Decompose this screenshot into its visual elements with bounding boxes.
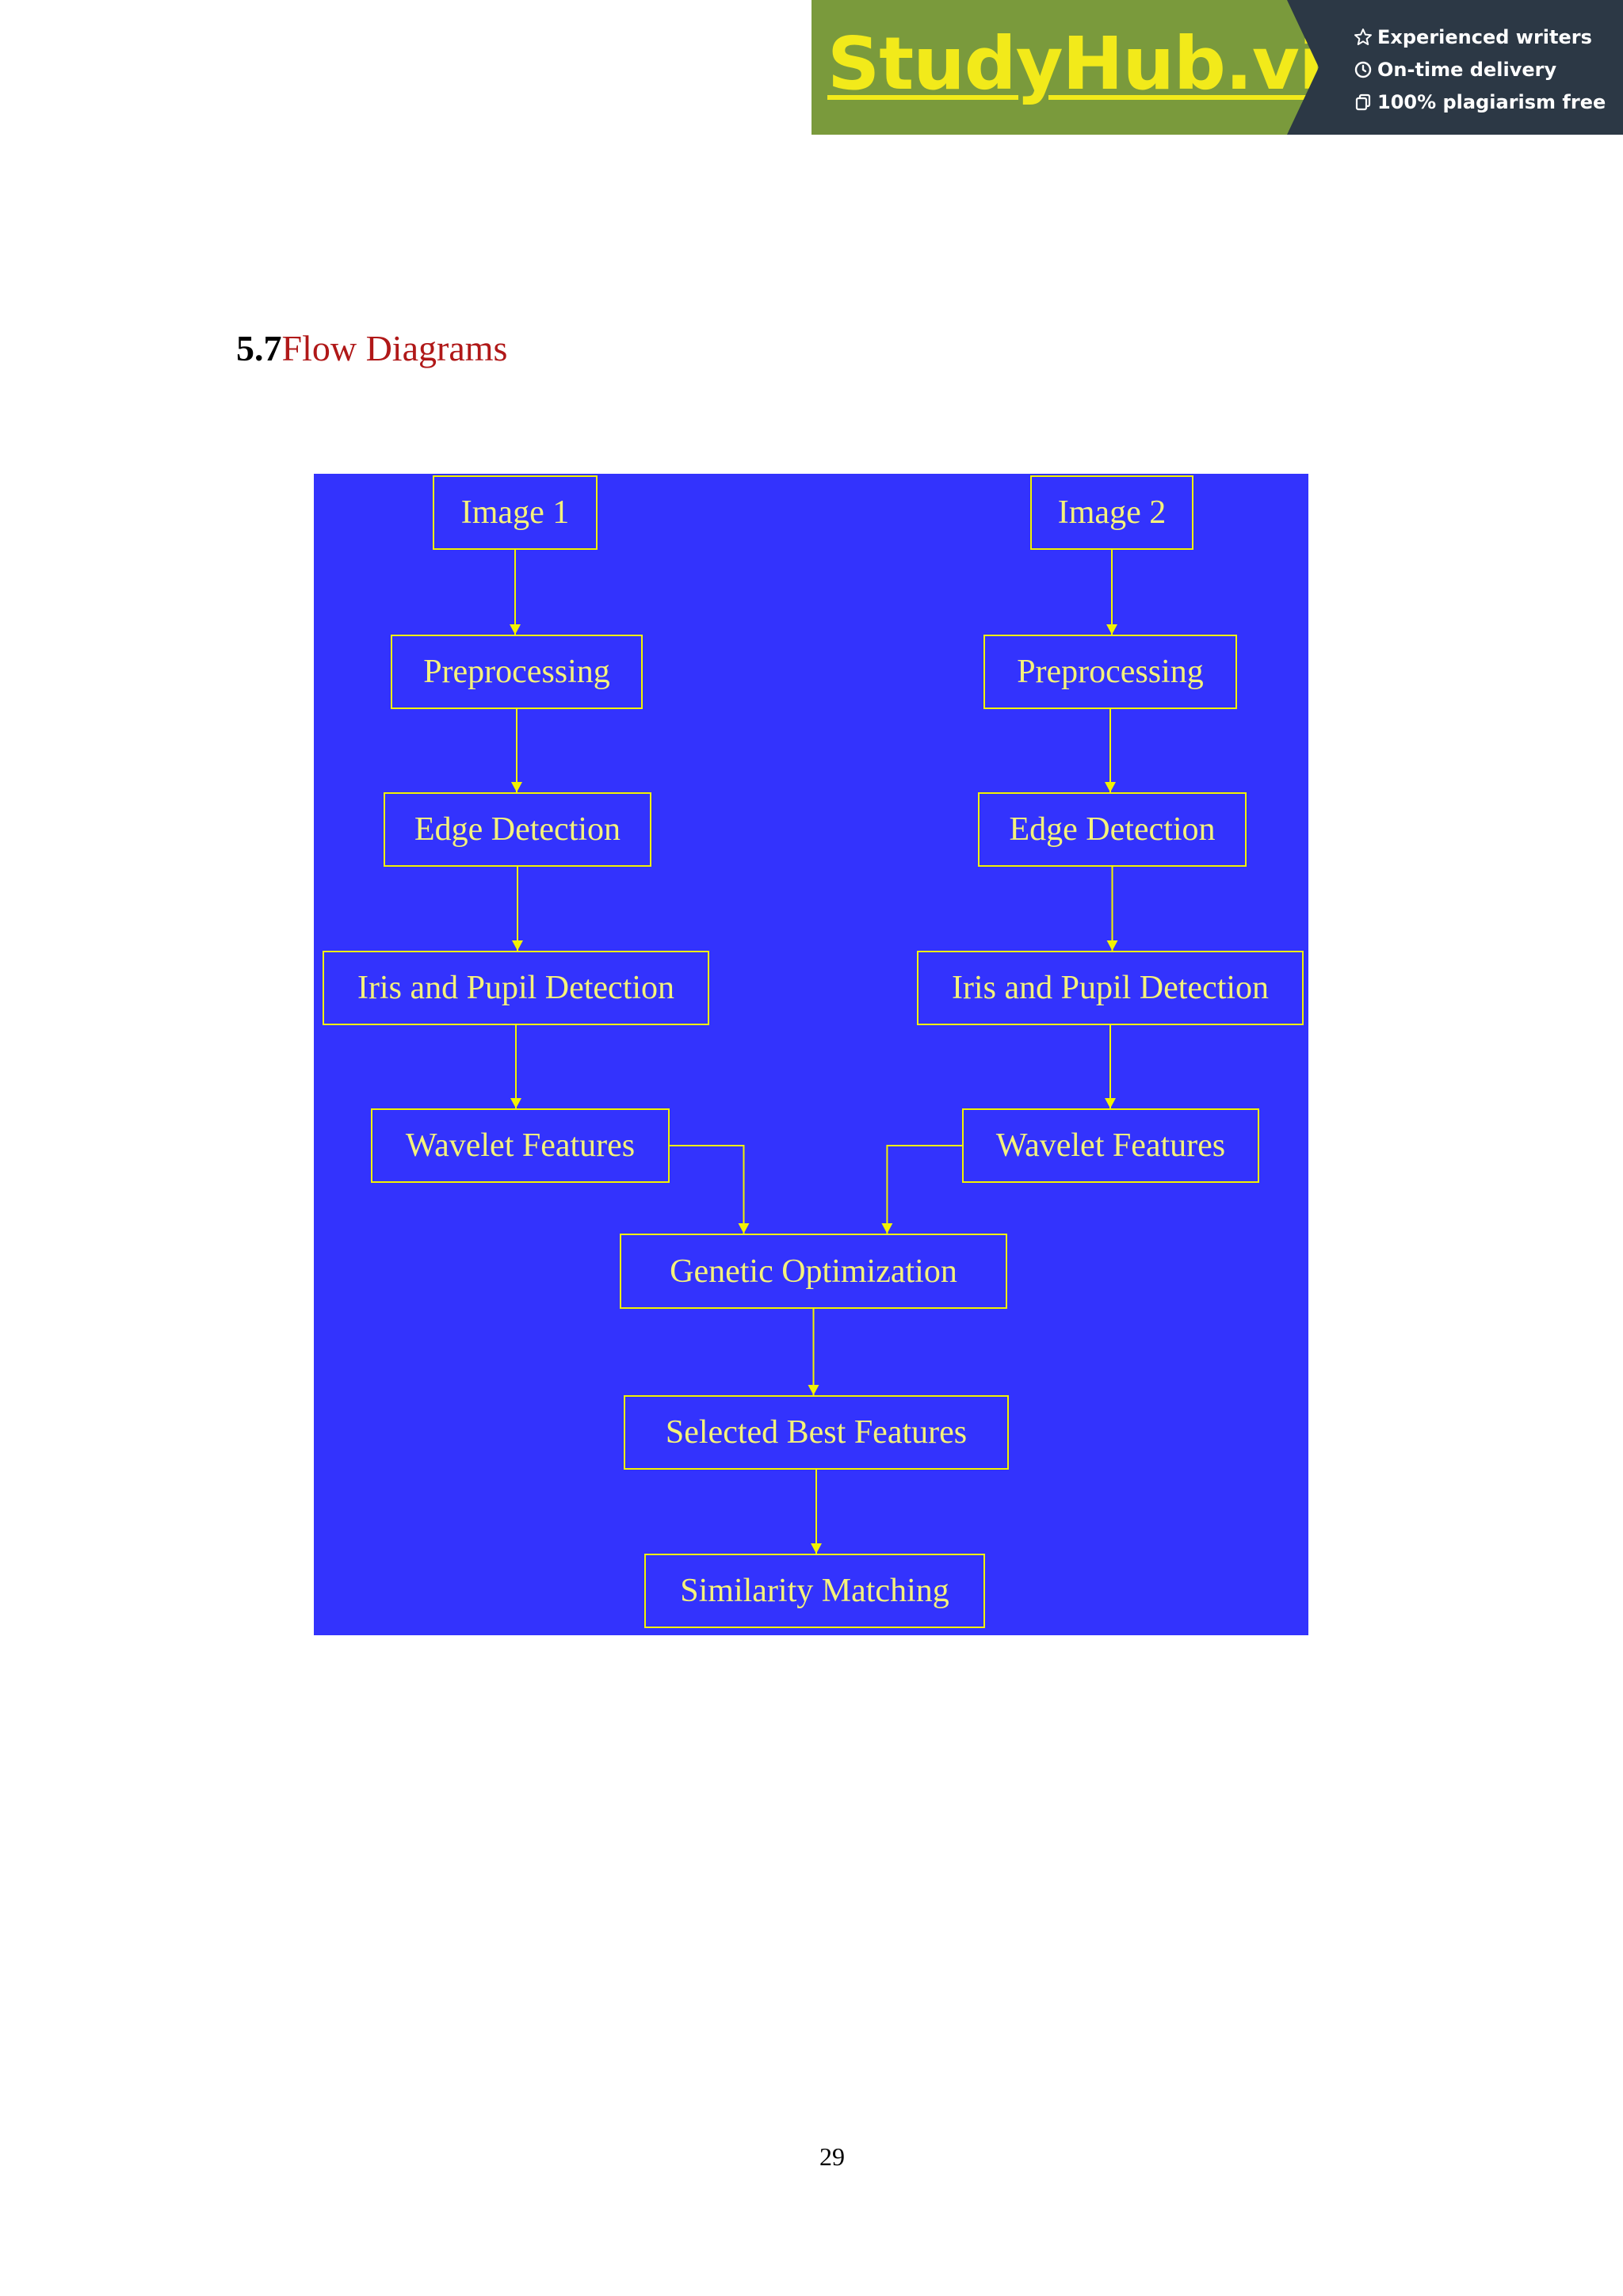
perk-on-time-delivery: On-time delivery bbox=[1354, 53, 1606, 86]
section-title: Flow Diagrams bbox=[281, 328, 508, 368]
banner-perks: Experienced writers On-time delivery 100… bbox=[1354, 21, 1606, 118]
node-image-2: Image 2 bbox=[1030, 475, 1193, 550]
connector-wave2-genetic bbox=[886, 1145, 962, 1234]
connector-edge1-iris1-arrowhead bbox=[512, 940, 523, 951]
node-iris-pupil-detection-1: Iris and Pupil Detection bbox=[323, 951, 709, 1025]
node-wavelet-features-1: Wavelet Features bbox=[371, 1108, 670, 1183]
node-similarity-matching: Similarity Matching bbox=[644, 1554, 985, 1628]
connector-edge2-iris2-arrowhead bbox=[1106, 940, 1118, 951]
page-number: 29 bbox=[819, 2142, 845, 2171]
clock-icon bbox=[1354, 61, 1372, 78]
star-icon bbox=[1354, 28, 1372, 45]
connector-image1-pre1-arrowhead bbox=[510, 624, 521, 635]
node-edge-detection-1: Edge Detection bbox=[384, 792, 651, 867]
node-wavelet-features-2: Wavelet Features bbox=[962, 1108, 1259, 1183]
connector-iris2-wave2-arrowhead bbox=[1105, 1098, 1116, 1108]
node-preprocessing-1: Preprocessing bbox=[391, 635, 643, 709]
node-iris-pupil-detection-2: Iris and Pupil Detection bbox=[917, 951, 1304, 1025]
diagram-connectors bbox=[510, 550, 1118, 1554]
connector-pre1-edge1-arrowhead bbox=[511, 782, 522, 792]
perk-plagiarism-free: 100% plagiarism free bbox=[1354, 86, 1606, 118]
connector-wave2-genetic-arrowhead bbox=[881, 1223, 893, 1234]
node-genetic-optimization: Genetic Optimization bbox=[620, 1234, 1007, 1309]
node-edge-detection-2: Edge Detection bbox=[978, 792, 1247, 867]
perk-label: 100% plagiarism free bbox=[1377, 90, 1606, 113]
perk-label: Experienced writers bbox=[1377, 25, 1592, 48]
connector-best-match-arrowhead bbox=[811, 1543, 822, 1554]
connector-genetic-best-arrowhead bbox=[808, 1385, 819, 1395]
connector-wave1-genetic-arrowhead bbox=[738, 1223, 750, 1234]
connector-iris1-wave1-arrowhead bbox=[510, 1098, 521, 1108]
node-selected-best-features: Selected Best Features bbox=[624, 1395, 1009, 1470]
connector-wave1-genetic bbox=[670, 1145, 745, 1234]
banner-logo-panel: StudyHub.vip bbox=[812, 0, 1319, 135]
perk-label: On-time delivery bbox=[1377, 58, 1557, 81]
studyhub-logo: StudyHub.vip bbox=[827, 21, 1375, 106]
perk-experienced-writers: Experienced writers bbox=[1354, 21, 1606, 53]
node-preprocessing-2: Preprocessing bbox=[983, 635, 1237, 709]
connector-image2-pre2-arrowhead bbox=[1106, 624, 1117, 635]
section-heading: 5.7Flow Diagrams bbox=[236, 321, 507, 376]
node-image-1: Image 1 bbox=[433, 475, 598, 550]
connector-pre2-edge2-arrowhead bbox=[1105, 782, 1116, 792]
copy-icon bbox=[1355, 93, 1371, 110]
studyhub-banner[interactable]: StudyHub.vip Experienced writers On-time… bbox=[812, 0, 1623, 135]
section-number: 5.7 bbox=[236, 328, 282, 368]
flow-diagram: Image 1 Preprocessing Edge Detection Iri… bbox=[314, 474, 1308, 1635]
